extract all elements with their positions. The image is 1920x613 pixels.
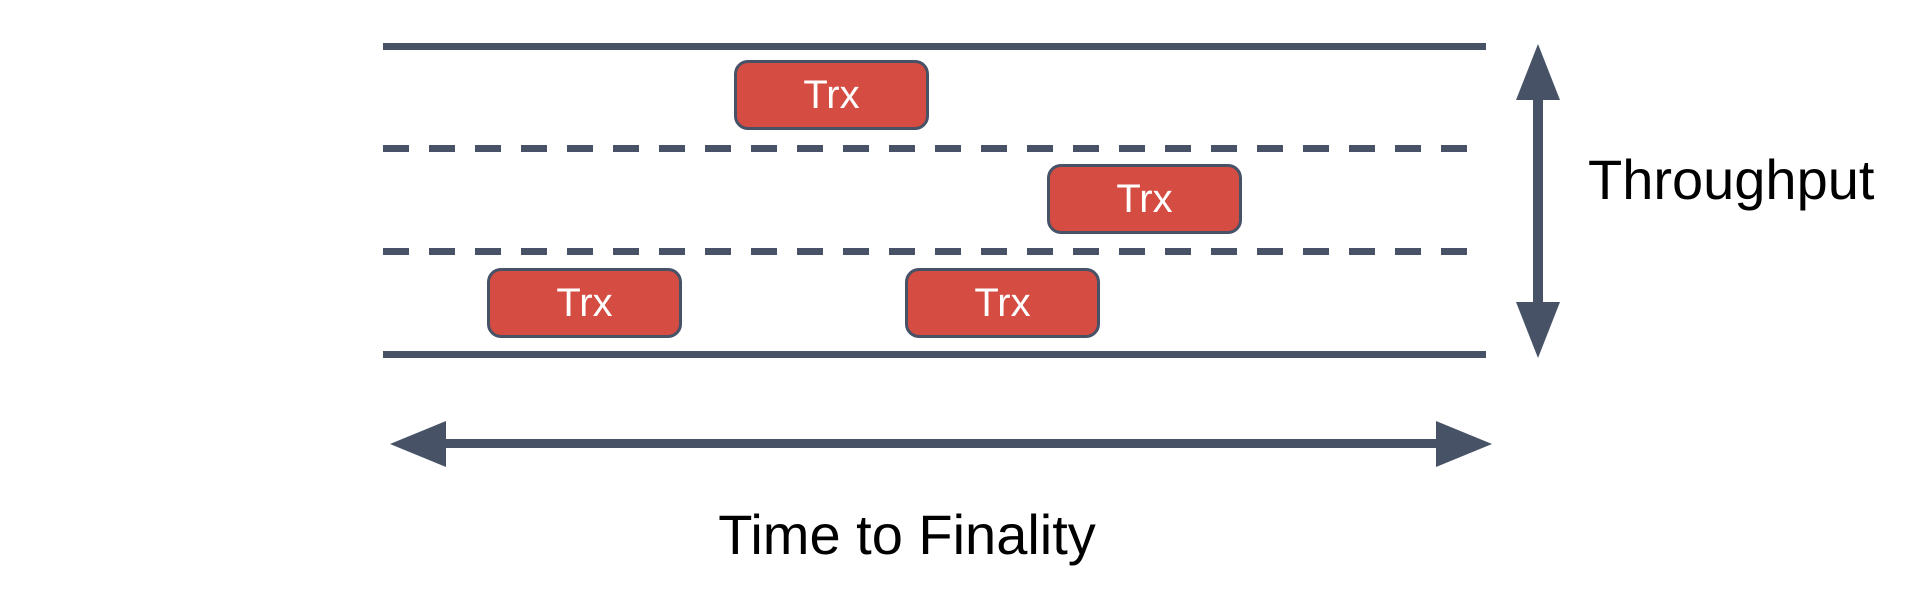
trx-label: Trx xyxy=(1116,177,1173,221)
trx-box-lane3-right: Trx xyxy=(905,268,1100,338)
trx-label: Trx xyxy=(556,281,613,325)
time-to-finality-label: Time to Finality xyxy=(718,503,1096,566)
road-bottom-boundary xyxy=(383,351,1486,358)
throughput-label: Throughput xyxy=(1588,148,1875,211)
trx-label: Trx xyxy=(803,73,860,117)
trx-box-lane1: Trx xyxy=(734,60,929,130)
trx-label: Trx xyxy=(974,281,1031,325)
lane-divider-1 xyxy=(383,145,1486,152)
time-to-finality-arrow-icon xyxy=(390,421,1492,467)
trx-box-lane3-left: Trx xyxy=(487,268,682,338)
road-top-boundary xyxy=(383,43,1486,50)
lane-divider-2 xyxy=(383,248,1486,255)
trx-box-lane2: Trx xyxy=(1047,164,1242,234)
throughput-arrow-icon xyxy=(1516,44,1560,358)
